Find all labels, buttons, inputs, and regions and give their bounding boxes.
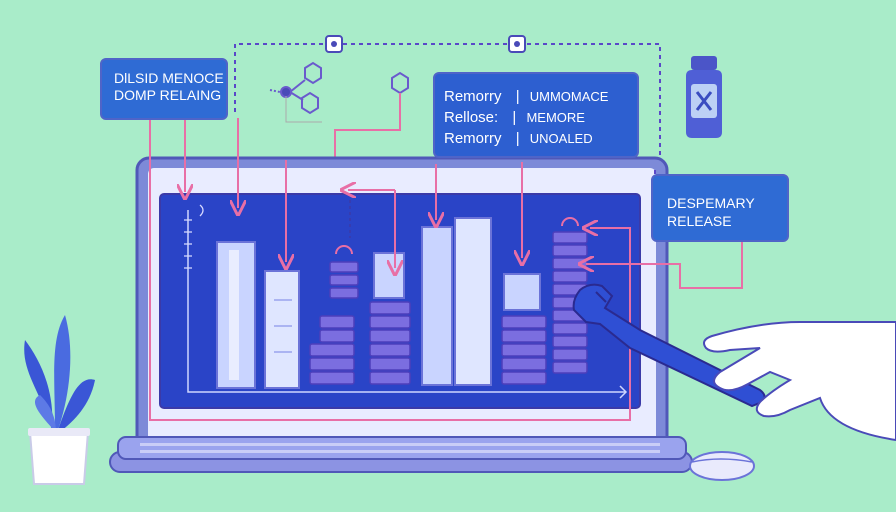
callout-memory-release: Remorry | UMMOMACE Rellose: | MEMORE Rem… — [433, 72, 639, 158]
callout-temporary-release: DESPEMARY RELEASE — [651, 174, 789, 242]
plant-icon — [24, 315, 95, 485]
callout-middle-row-1: Remorry | UMMOMACE — [444, 86, 637, 107]
row-value: MEMORE — [526, 110, 585, 125]
callout-left-line1: DlLSID MENOCE — [114, 70, 224, 86]
hand-icon — [703, 321, 896, 442]
top-node-left — [325, 35, 343, 53]
callout-left-line2: DOMP RELAING — [114, 87, 222, 103]
keyboard-icon — [117, 436, 687, 460]
mouse-icon — [689, 451, 755, 481]
row-label: Rellose: — [444, 109, 499, 126]
stack-1 — [309, 261, 359, 385]
callout-right-line2: RELEASE — [667, 213, 732, 229]
bar-tall-3 — [421, 217, 492, 386]
stack-2 — [369, 301, 411, 385]
callout-middle-row-2: Rellose: | MEMORE — [444, 107, 637, 128]
row-label: Remorry — [444, 88, 502, 105]
molecule-icon — [269, 61, 322, 123]
top-node-right — [508, 35, 526, 53]
row-value: UMMOMACE — [529, 89, 609, 104]
row-divider: | — [515, 88, 520, 105]
bottle-icon — [686, 56, 722, 138]
row-label: Remorry — [444, 130, 502, 147]
callout-middle-row-3: Remorry | UNOALED — [444, 128, 637, 149]
row-divider: | — [515, 130, 520, 147]
bar-tall-1 — [216, 241, 256, 389]
bar-tall-2 — [264, 270, 300, 389]
row-divider: | — [512, 109, 517, 126]
row-value: UNOALED — [529, 131, 593, 146]
stack-3 — [501, 315, 547, 385]
callout-right-line1: DESPEMARY — [667, 195, 755, 211]
callout-disk-memory: DlLSID MENOCE DOMP RELAING — [100, 58, 228, 120]
stack-4 — [552, 231, 588, 374]
